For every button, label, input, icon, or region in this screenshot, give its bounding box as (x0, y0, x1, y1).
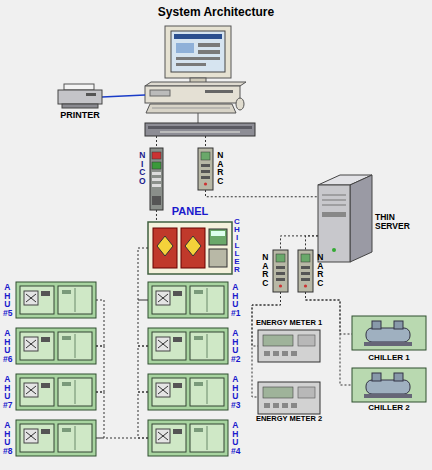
network-link (138, 392, 148, 438)
narc-controller: N A R C (198, 148, 213, 190)
network-link (306, 292, 353, 334)
ahu-unit: A H U #8 (16, 420, 96, 456)
ahu-unit: A H U #5 (16, 282, 96, 318)
energy-meter: ENERGY METER 1 (258, 330, 320, 362)
ahu-box (16, 328, 96, 364)
narc-device (298, 250, 313, 292)
nico-controller: N I C O (150, 148, 163, 210)
chiller-unit: CHILLER 1 (352, 316, 426, 352)
network-link (306, 236, 319, 250)
ahu-box (148, 282, 228, 318)
network-link (96, 346, 104, 392)
vertical-label: A H U #1 (231, 283, 240, 317)
ahu-box (148, 374, 228, 410)
node-label: ENERGY METER 2 (246, 415, 332, 423)
ahu-unit: A H U #3 (148, 374, 228, 410)
energy-meter-icon (258, 382, 320, 414)
network-link (138, 346, 148, 392)
ahu-box (16, 420, 96, 456)
vertical-label: A H U #3 (231, 375, 240, 409)
vertical-label: A H U #6 (3, 329, 12, 363)
vertical-label: C H I L L E R (233, 218, 241, 274)
vertical-label: N I C O (138, 151, 147, 185)
network-link (281, 236, 319, 250)
diagram-title: System Architecture (0, 5, 432, 19)
energy-meter-icon (258, 330, 320, 362)
network-link (252, 292, 281, 397)
ahu-unit: A H U #1 (148, 282, 228, 318)
node-label: CHILLER 1 (352, 354, 426, 363)
ahu-unit: A H U #7 (16, 374, 96, 410)
network-switch (145, 113, 255, 148)
thin-server: THIN SERVER (318, 175, 372, 262)
vertical-label: A H U #8 (3, 421, 12, 455)
node-label: PANEL (148, 205, 232, 217)
network-link (96, 392, 104, 438)
printer: PRINTER (58, 86, 102, 108)
energy-meter: ENERGY METER 2 (258, 382, 320, 412)
node-label: ENERGY METER 1 (246, 319, 332, 327)
node-label: THIN SERVER (375, 213, 425, 232)
chiller-icon (352, 316, 426, 350)
vertical-label: A H U #7 (3, 375, 12, 409)
ahu-box (16, 282, 96, 318)
vertical-label: A H U #5 (3, 283, 12, 317)
chiller-panel: PANELC H I L L E R (148, 222, 232, 274)
vertical-label: A H U #2 (231, 329, 240, 363)
ahu-box (148, 420, 228, 456)
narc-device (198, 148, 213, 190)
control-panel (148, 222, 232, 274)
nico-device (150, 148, 163, 210)
vertical-label: A H U #4 (231, 421, 240, 455)
narc-device (273, 250, 288, 292)
computer-icon (145, 26, 246, 113)
ahu-unit: A H U #2 (148, 328, 228, 364)
network-link (96, 300, 104, 346)
chiller-icon (352, 368, 426, 402)
node-label: CHILLER 2 (352, 404, 426, 413)
vertical-label: N A R C (216, 151, 225, 185)
narc-controller: N A R C (298, 250, 313, 292)
network-link (206, 190, 319, 197)
node-label: PRINTER (48, 111, 112, 121)
chiller-unit: CHILLER 2 (352, 368, 426, 402)
ahu-unit: A H U #4 (148, 420, 228, 456)
network-link (138, 248, 148, 300)
printer-icon (58, 84, 145, 108)
network-link (306, 292, 353, 385)
ahu-unit: A H U #6 (16, 328, 96, 364)
thin-server-icon (318, 175, 372, 262)
narc-controller: N A R C (273, 250, 288, 292)
ahu-box (16, 374, 96, 410)
vertical-label: N A R C (316, 253, 325, 287)
network-link (156, 210, 157, 222)
ahu-box (148, 328, 228, 364)
network-link (138, 300, 148, 346)
vertical-label: N A R C (261, 253, 270, 287)
